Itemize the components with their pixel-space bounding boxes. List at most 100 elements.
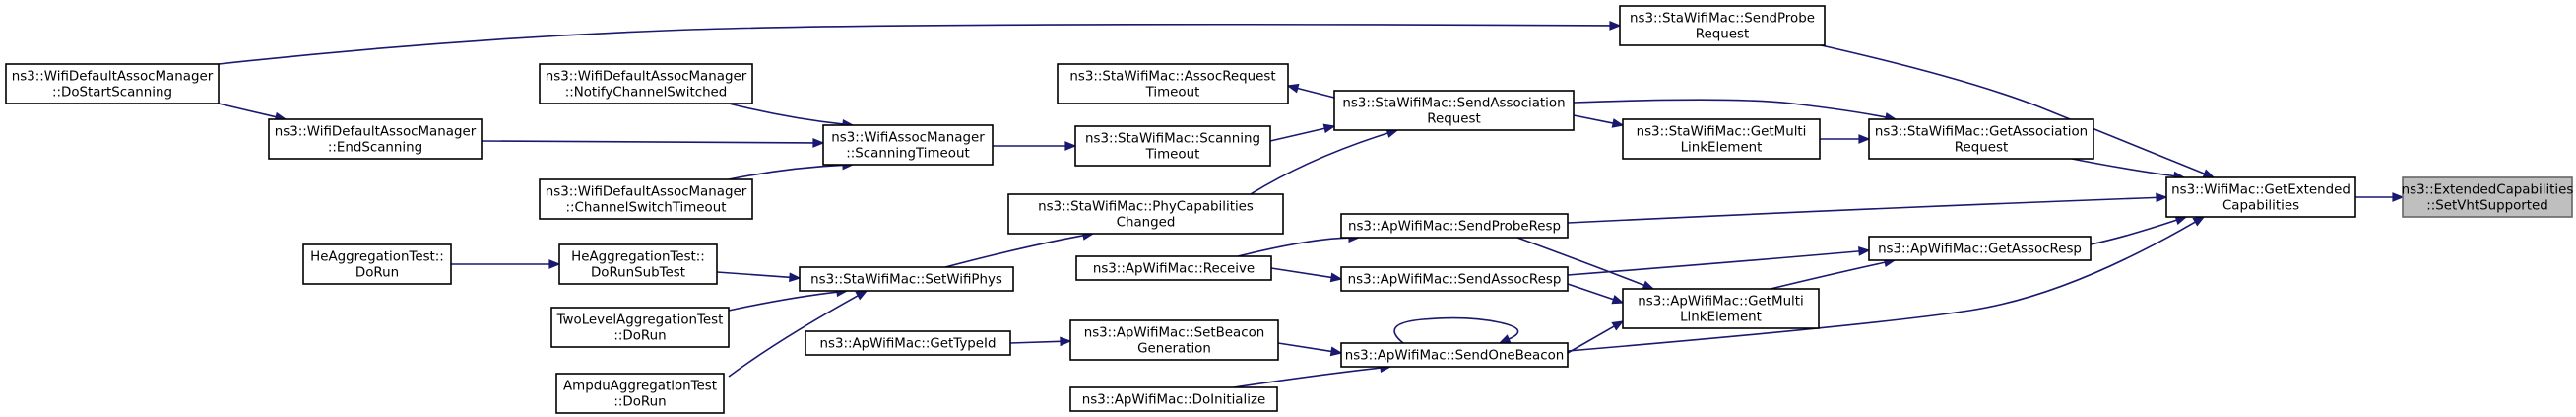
- node-label-line: Timeout: [1145, 148, 1200, 163]
- node-dostartscanning[interactable]: ns3::WifiDefaultAssocManager::DoStartSca…: [5, 63, 220, 104]
- edge-line: [1516, 237, 1644, 287]
- arrowhead-icon: [1329, 346, 1343, 357]
- arrowhead-icon: [2192, 216, 2206, 227]
- node-scantimeout[interactable]: ns3::StaWifiMac::ScanningTimeout: [1074, 125, 1271, 167]
- edge-setbeacon-to-sendonebeacon: [1277, 342, 1343, 357]
- arrowhead-icon: [1642, 280, 1655, 290]
- arrowhead-icon: [1858, 134, 1871, 144]
- node-box[interactable]: [268, 118, 483, 160]
- node-label-line: ns3::StaWifiMac::GetAssociation: [1875, 125, 2088, 140]
- edge-line: [1250, 132, 1388, 195]
- node-box[interactable]: [1057, 63, 1289, 104]
- edge-line: [944, 235, 1084, 268]
- edge-line: [1270, 267, 1332, 279]
- edge-line: [1237, 237, 1350, 257]
- node-box[interactable]: [539, 63, 753, 104]
- node-box[interactable]: [558, 243, 718, 285]
- node-box[interactable]: [5, 63, 220, 104]
- nodes-layer: ns3::ExtendedCapabilities::SetVhtSupport…: [5, 5, 2574, 414]
- arrowhead-icon: [1060, 336, 1072, 347]
- node-label-line: ::DoRun: [613, 395, 666, 410]
- node-box[interactable]: [1622, 118, 1821, 160]
- node-notifychan[interactable]: ns3::WifiDefaultAssocManager::NotifyChan…: [539, 63, 753, 104]
- node-label-line: ns3::StaWifiMac::Scanning: [1085, 132, 1260, 147]
- edge-sendassoc-to-getassocreq: [1573, 99, 1898, 122]
- node-box[interactable]: [1340, 213, 1569, 239]
- node-root[interactable]: ns3::ExtendedCapabilities::SetVhtSupport…: [2402, 176, 2574, 218]
- node-box[interactable]: [1333, 90, 1575, 131]
- node-label-line: ns3::WifiDefaultAssocManager: [546, 70, 747, 85]
- node-box[interactable]: [550, 307, 730, 348]
- node-twolevel[interactable]: TwoLevelAggregationTest::DoRun: [550, 307, 730, 348]
- arrowhead-icon: [1322, 123, 1336, 134]
- node-box[interactable]: [1007, 193, 1284, 235]
- node-label-line: ns3::WifiDefaultAssocManager: [546, 185, 747, 200]
- node-sendassocresp[interactable]: ns3::ApWifiMac::SendAssocResp: [1340, 266, 1569, 292]
- arrowhead-icon: [1611, 320, 1625, 331]
- node-box[interactable]: [1069, 319, 1279, 361]
- node-box[interactable]: [805, 330, 1011, 356]
- node-box[interactable]: [1868, 236, 2092, 261]
- edge-line: [728, 291, 838, 312]
- edge-getext-to-root: [2355, 192, 2405, 202]
- node-label-line: Capabilities: [2222, 199, 2299, 214]
- edge-managerscantimeout-to-scantimeout: [993, 141, 1077, 151]
- node-label-line: Timeout: [1145, 86, 1200, 101]
- node-box[interactable]: [555, 373, 725, 414]
- node-box[interactable]: [302, 243, 452, 285]
- node-box[interactable]: [539, 178, 753, 220]
- node-box[interactable]: [1340, 266, 1569, 292]
- edge-endscanning-to-managerscantimeout: [481, 138, 825, 148]
- node-getassocresp[interactable]: ns3::ApWifiMac::GetAssocResp: [1868, 236, 2092, 261]
- node-box[interactable]: [1619, 5, 1826, 46]
- node-box[interactable]: [1868, 118, 2094, 160]
- node-label-line: Request: [1427, 112, 1480, 127]
- node-box[interactable]: [1074, 125, 1271, 167]
- edge-line: [1770, 261, 1886, 290]
- node-box[interactable]: [1075, 255, 1272, 281]
- node-box[interactable]: [1340, 342, 1569, 368]
- edge-line: [1567, 196, 2157, 224]
- node-label-line: TwoLevelAggregationTest: [556, 313, 724, 328]
- node-sendproberesp[interactable]: ns3::ApWifiMac::SendProbeResp: [1340, 213, 1569, 239]
- edge-phycap-to-sendassoc: [1250, 128, 1399, 195]
- node-box[interactable]: [1069, 386, 1278, 412]
- node-label-line: AmpduAggregationTest: [563, 380, 717, 394]
- node-receive[interactable]: ns3::ApWifiMac::Receive: [1075, 255, 1272, 281]
- node-label-line: ns3::ApWifiMac::Receive: [1093, 262, 1255, 277]
- node-box[interactable]: [799, 266, 1014, 292]
- node-heaggsubtest[interactable]: HeAggregationTest::DoRunSubTest: [558, 243, 718, 285]
- node-managerscantimeout[interactable]: ns3::WifiAssocManager::ScanningTimeout: [822, 124, 994, 166]
- node-box[interactable]: [822, 124, 994, 166]
- node-sendonebeacon[interactable]: ns3::ApWifiMac::SendOneBeacon: [1340, 342, 1569, 368]
- node-setwifiphys[interactable]: ns3::StaWifiMac::SetWifiPhys: [799, 266, 1014, 292]
- arrowhead-icon: [1329, 272, 1343, 283]
- edge-stagetmulti-to-getassocreq: [1820, 134, 1871, 144]
- edge-sendassoc-to-stagetmulti: [1573, 114, 1625, 128]
- node-box[interactable]: [2402, 176, 2573, 218]
- node-ampdu[interactable]: AmpduAggregationTest::DoRun: [555, 373, 725, 414]
- edge-notifychan-to-managerscantimeout: [728, 103, 855, 129]
- edge-sendassocresp-to-getassocresp: [1567, 246, 1871, 276]
- node-label-line: ns3::WifiDefaultAssocManager: [12, 70, 214, 85]
- node-box[interactable]: [2165, 176, 2356, 218]
- node-endscanning[interactable]: ns3::WifiDefaultAssocManager::EndScannin…: [268, 118, 483, 160]
- edge-line: [218, 23, 1611, 65]
- node-gettypeid[interactable]: ns3::ApWifiMac::GetTypeId: [805, 330, 1011, 356]
- node-heaggrun[interactable]: HeAggregationTest::DoRun: [302, 243, 452, 285]
- node-box[interactable]: [1622, 288, 1820, 329]
- node-chanswitchtimeout[interactable]: ns3::WifiDefaultAssocManager::ChannelSwi…: [539, 178, 753, 220]
- node-doinit[interactable]: ns3::ApWifiMac::DoInitialize: [1069, 386, 1278, 412]
- edge-line: [728, 295, 859, 378]
- node-label-line: ns3::ApWifiMac::SendProbeResp: [1348, 220, 1561, 235]
